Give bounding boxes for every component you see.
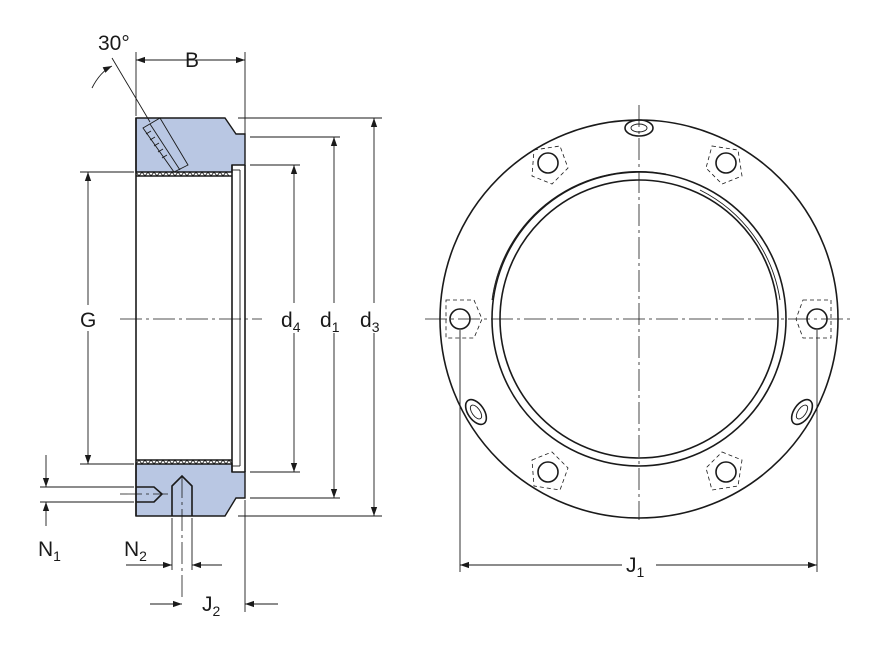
screw-pocket-right <box>790 398 814 426</box>
hole-top-left <box>531 145 569 185</box>
chamfer-arc <box>491 171 667 301</box>
section-view: 30° B G d4 d1 d3 N1 N2 J2 <box>38 32 390 619</box>
hole-top-right <box>705 145 743 185</box>
label-G: G <box>80 309 96 332</box>
label-d3: d3 <box>360 309 380 335</box>
label-N2: N2 <box>124 538 147 564</box>
hole-bottom-right <box>705 451 743 491</box>
label-J1: J1 <box>626 554 645 580</box>
thread-bottom <box>135 459 233 465</box>
label-angle: 30° <box>98 32 130 55</box>
hole-bottom-left <box>531 451 569 491</box>
label-N1: N1 <box>38 538 61 564</box>
label-B: B <box>185 49 199 72</box>
label-J2: J2 <box>202 593 221 619</box>
bottom-holes <box>120 474 193 600</box>
label-d4: d4 <box>281 309 301 335</box>
front-view: J1 <box>425 105 853 580</box>
angle-arrow <box>91 65 113 89</box>
locking-screw <box>142 117 189 173</box>
screw-pocket-left <box>464 398 488 426</box>
section-top-fill <box>135 117 246 173</box>
hole-left <box>445 299 483 339</box>
label-d1: d1 <box>320 309 340 335</box>
section-bottom-fill <box>135 463 246 517</box>
screw-pocket-top <box>624 119 654 137</box>
